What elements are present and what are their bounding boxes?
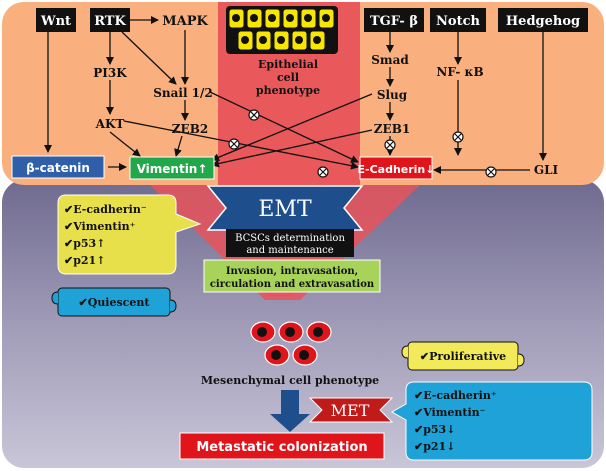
vimentin-label: Vimentin↑ [137, 162, 208, 176]
epithelial-cells [226, 6, 338, 54]
hedgehog-box [498, 8, 588, 32]
met-label: MET [331, 401, 370, 420]
bcsc-line1: BCSCs determination [235, 233, 345, 244]
right-callout-item-3: ✔p53↓ [414, 423, 455, 436]
mesenchymal-label: Mesenchymal cell phenotype [201, 374, 379, 387]
bcsc-box [226, 229, 354, 257]
right-callout-item-4: ✔p21↓ [414, 440, 455, 453]
left-callout-item-1: ✔E-cadherin⁻ [64, 203, 147, 216]
epithelial-line2: cell [277, 71, 299, 84]
down-arrow [270, 390, 310, 432]
wnt-label: Wnt [40, 14, 71, 29]
proliferative-label: ✔Proliferative [420, 350, 506, 363]
arrow-snail-ecadherin [209, 91, 359, 163]
snail-label: Snail 1/2 [153, 86, 213, 100]
arrow-akt-vimentin [109, 131, 141, 157]
metastatic-box [179, 432, 385, 460]
left-callout [57, 194, 202, 275]
quiescent-label: ✔Quiescent [79, 296, 151, 309]
tgfb-box [364, 8, 424, 32]
gli-label: GLI [534, 163, 559, 177]
beta-catenin-label: β-catenin [26, 161, 90, 175]
beta-catenin-box [11, 155, 105, 179]
hedgehog-label: Hedgehog [506, 14, 580, 29]
zeb1-label: ZEB1 [374, 122, 410, 136]
invasion-box [203, 259, 381, 293]
arrow-zeb1-vimentin [211, 129, 373, 168]
nfkb-label: NF- κB [436, 65, 483, 79]
right-callout-item-1: ✔E-cadherin⁺ [414, 389, 497, 402]
notch-label: Notch [436, 14, 480, 29]
tgfb-label: TGF- β [370, 14, 418, 29]
ecadherin-label: E-Cadherin↓ [358, 163, 435, 176]
met-banner [308, 397, 394, 423]
arrow-zeb2-vimentin [174, 135, 183, 157]
epithelial-line1: Epithelial [258, 58, 318, 71]
mesenchymal-cells [250, 321, 332, 366]
right-callout-item-2: ✔Vimentin⁻ [414, 406, 486, 419]
right-callout [390, 381, 593, 461]
rtk-label: RTK [94, 14, 126, 29]
arrow-akt-ecadherin [123, 120, 359, 170]
slug-label: Slug [377, 88, 408, 102]
ecadherin-box [359, 156, 433, 180]
left-callout-item-3: ✔p53↑ [64, 237, 105, 250]
wnt-box [36, 8, 76, 32]
epithelial-line3: phenotype [256, 84, 320, 97]
arrow-slug-vimentin [211, 93, 373, 162]
rtk-box [90, 8, 130, 32]
pi3k-label: PI3K [93, 66, 127, 80]
invasion-line2: circulation and extravasation [210, 279, 375, 290]
left-callout-item-2: ✔Vimentin⁺ [64, 220, 136, 233]
invasion-line1: Invasion, intravasation, [226, 266, 358, 277]
emt-banner [206, 185, 364, 231]
left-callout-item-4: ✔p21↑ [64, 254, 105, 267]
vimentin-box [129, 156, 215, 180]
emt-label: EMT [258, 197, 312, 222]
notch-box [430, 8, 486, 32]
metastatic-label: Metastatic colonization [196, 440, 367, 455]
smad-label: Smad [371, 53, 409, 67]
akt-label: AKT [95, 117, 125, 131]
bcsc-line2: and maintenance [246, 245, 333, 256]
arrow-rtk-snail [121, 31, 177, 85]
mapk-label: MAPK [162, 14, 208, 29]
